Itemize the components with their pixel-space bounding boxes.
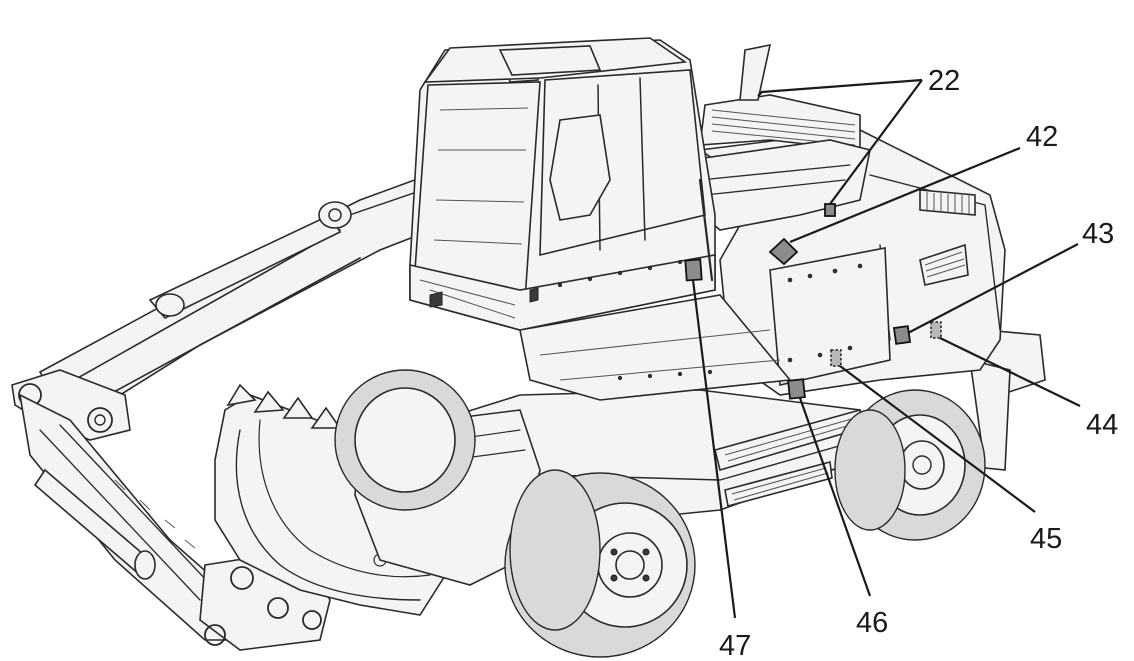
- callout-label-46: 46: [856, 607, 888, 639]
- callout-label-22: 22: [928, 65, 960, 97]
- rear-wheels: [834, 389, 986, 541]
- boom: [11, 149, 537, 441]
- callout-label-44: 44: [1086, 409, 1118, 441]
- callout-label-43: 43: [1082, 218, 1114, 250]
- callout-label-45: 45: [1030, 523, 1062, 555]
- upper-structure: [689, 43, 1006, 396]
- turntable: [519, 294, 792, 401]
- marker-45: [830, 349, 842, 367]
- leader-44: [939, 337, 1081, 407]
- label-markers: [684, 203, 942, 400]
- operator-cab: [409, 37, 716, 331]
- leader-46: [798, 397, 872, 597]
- excavator-illustration: [11, 37, 1046, 658]
- marker-46: [787, 378, 806, 400]
- marker-43: [892, 325, 912, 345]
- leader-lines: [691, 78, 1081, 619]
- front-wheels: [334, 369, 696, 658]
- marker-42: [768, 237, 799, 266]
- leader-42: [789, 146, 1021, 244]
- leader-22: [757, 78, 923, 205]
- marker-44: [930, 321, 942, 339]
- leader-43: [907, 243, 1079, 334]
- callout-label-47: 47: [719, 630, 751, 661]
- marker-22: [824, 203, 836, 217]
- callout-labels: 22 42 43 44 45 46 47: [719, 65, 1118, 661]
- callout-label-42: 42: [1026, 121, 1058, 153]
- marker-47: [684, 258, 703, 282]
- leader-47: [691, 279, 737, 619]
- leader-45: [839, 365, 1036, 513]
